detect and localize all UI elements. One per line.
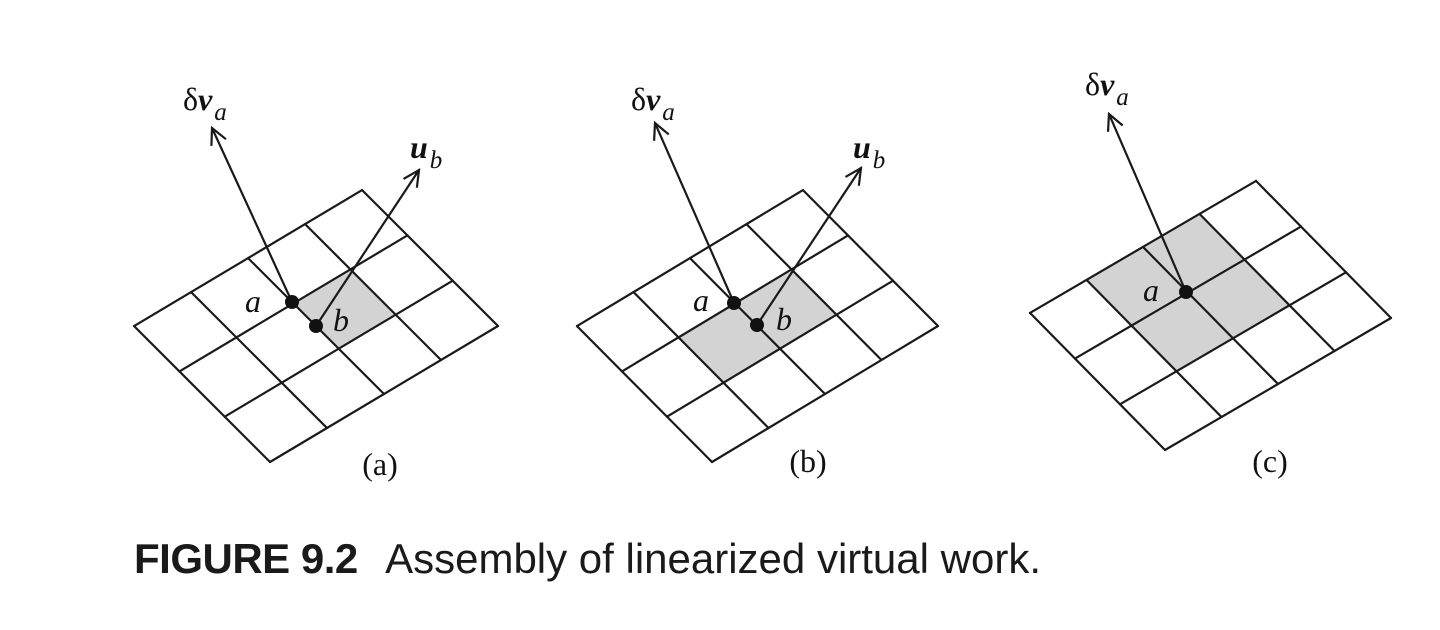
grid-line-u: [1254, 179, 1393, 320]
shaded-elements: [1086, 213, 1290, 372]
panel-a-label: (a): [362, 446, 398, 482]
delta-v-a-label: δva: [631, 81, 675, 126]
shaded-cell: [1143, 213, 1245, 293]
node-b: [309, 319, 323, 333]
panel-b-label: (b): [789, 443, 826, 479]
grid-line-v: [1028, 179, 1258, 314]
node-b: [750, 318, 764, 332]
delta-v-a-arrow: [1109, 114, 1188, 294]
grid-line-u: [801, 189, 940, 328]
grid-line-v: [665, 279, 895, 418]
grid-line-v: [575, 189, 805, 328]
grid-line-u: [304, 223, 443, 362]
grid-line-u: [575, 325, 714, 464]
grid-line-u: [133, 325, 272, 464]
grid-line-u: [190, 291, 329, 430]
delta-v-a-label: δva: [1085, 66, 1129, 111]
shaded-cell: [1188, 259, 1290, 339]
u-b-arrow: [755, 168, 861, 327]
grid-line-u: [632, 291, 770, 430]
panel-c-label: (c): [1252, 443, 1288, 479]
node-a-label: a: [245, 283, 261, 319]
figure-caption: FIGURE 9.2 Assembly of linearized virtua…: [134, 535, 1041, 583]
delta-v-a-label: δva: [183, 81, 227, 126]
panel-c: a δva (c): [1028, 66, 1393, 479]
element-mesh-grid: [133, 189, 500, 464]
node-a: [285, 295, 299, 309]
grid-line-v: [133, 189, 364, 328]
grid-line-v: [710, 324, 940, 464]
element-mesh-grid: [1028, 179, 1393, 452]
caption-text: Assembly of linearized virtual work.: [385, 535, 1041, 582]
u-b-label: ub: [853, 129, 885, 174]
panel-b: a b δva ub (b): [575, 81, 940, 479]
grid-line-u: [1028, 311, 1167, 452]
node-b-label: b: [776, 301, 792, 337]
grid-line-v: [1118, 271, 1348, 406]
grid-line-u: [1085, 278, 1223, 419]
shaded-cell: [1131, 292, 1233, 372]
shaded-cell: [1086, 246, 1188, 326]
node-b-label: b: [333, 302, 349, 338]
grid-line-v: [1163, 316, 1393, 452]
grid-line-v: [223, 279, 454, 418]
node-a-label: a: [693, 282, 709, 318]
grid-line-v: [268, 324, 500, 464]
u-b-label: ub: [410, 129, 442, 174]
panel-a: a b δva ub (a): [133, 81, 500, 482]
node-a: [1179, 285, 1193, 299]
figure-number: FIGURE 9.2: [134, 535, 358, 582]
grid-line-u: [1141, 245, 1280, 386]
delta-v-a-arrow: [212, 128, 294, 304]
grid-line-u: [361, 189, 500, 328]
node-a: [727, 296, 741, 310]
grid-line-u: [1198, 212, 1336, 353]
delta-v-a-arrow: [655, 123, 736, 305]
node-a-label: a: [1143, 272, 1159, 308]
grid-line-u: [745, 223, 883, 362]
u-b-arrow: [314, 170, 419, 328]
